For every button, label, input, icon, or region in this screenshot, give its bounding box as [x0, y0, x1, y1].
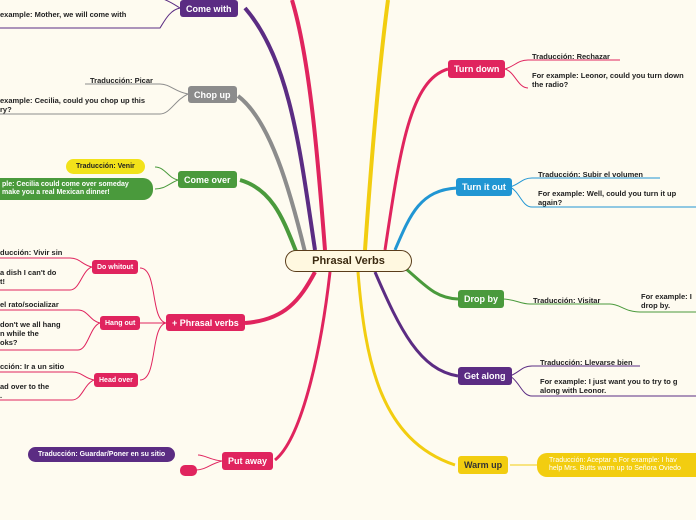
warm-up-note-line1: Traducción: Aceptar a For example: I hav — [549, 457, 677, 464]
topic-get-along[interactable]: Get along — [458, 367, 512, 385]
come-over-translation[interactable]: Traducción: Venir — [66, 159, 145, 174]
branch-line-top-red — [290, 0, 327, 251]
drop-by-example-line1: For example: I — [641, 292, 692, 301]
do-without-example-line2: t! — [0, 277, 5, 286]
head-over-example-line2: . — [0, 391, 3, 400]
turn-it-out-translation: Traducción: Subir el volumen — [538, 170, 644, 179]
put-away-translation[interactable]: Traducción: Guardar/Poner en su sitio — [28, 447, 176, 462]
do-without-translation: ducción: Vivir sin — [0, 248, 63, 257]
chop-up-example-line1: example: Cecilia, could you chop up this — [0, 96, 146, 105]
branch-line-come-with — [243, 6, 317, 251]
warm-up-note-pill[interactable]: Traducción: Aceptar a For example: I hav… — [537, 453, 696, 477]
come-over-example-pill[interactable]: ple: Cecilia could come over someday mak… — [0, 178, 153, 200]
topic-warm-up[interactable]: Warm up — [458, 456, 509, 474]
branch-line-put-away — [274, 271, 332, 462]
topic-phrasal-verbs[interactable]: + Phrasal verbs — [166, 314, 245, 331]
come-over-example-line1: ple: Cecilia could come over someday — [2, 181, 129, 188]
topic-turn-down[interactable]: Turn down — [448, 60, 506, 78]
drop-by-translation: Traducción: Visitar — [533, 296, 601, 305]
hang-out-example-line3: oks? — [0, 338, 18, 347]
do-without-example-line1: a dish I can't do — [0, 268, 57, 277]
topic-turn-it-out[interactable]: Turn it out — [456, 178, 512, 196]
get-along-example-line2: along with Leonor. — [540, 386, 607, 395]
hang-out-example-line1: don't we all hang — [0, 320, 61, 329]
branch-line-drop-by — [404, 266, 459, 301]
branch-line-turn-down — [383, 67, 449, 251]
central-topic[interactable]: Phrasal Verbs — [285, 250, 412, 272]
chop-up-example-line2: ry? — [0, 105, 12, 114]
head-over-example-line1: ad over to the — [0, 382, 50, 391]
branch-line-come-over — [239, 178, 300, 257]
topic-come-with[interactable]: Come with — [180, 0, 238, 17]
branch-line-get-along — [373, 271, 459, 378]
topic-chop-up[interactable]: Chop up — [188, 86, 237, 103]
get-along-example-line1: For example: I just want you to try to g — [540, 377, 678, 386]
branch-line-chop-up — [236, 94, 307, 253]
head-over-translation: cción: Ir a un sitio — [0, 362, 65, 371]
chop-up-translation: Traducción: Picar — [90, 76, 153, 85]
turn-it-out-example-line2: again? — [538, 198, 563, 207]
branch-line-bottom-yellow — [356, 271, 456, 467]
subtopic-do-without[interactable]: Do whitout — [92, 260, 139, 274]
topic-drop-by[interactable]: Drop by — [458, 290, 505, 308]
branch-line-phrasal — [244, 271, 317, 325]
subtopic-hang-out[interactable]: Hang out — [100, 316, 141, 330]
branch-line-turn-it-out — [393, 186, 458, 251]
turn-it-out-example-line1: For example: Well, could you turn it up — [538, 189, 677, 198]
topic-put-away[interactable]: Put away — [222, 452, 274, 470]
come-over-example-line2: make you a real Mexican dinner! — [2, 189, 110, 196]
put-away-empty-pill[interactable] — [180, 465, 197, 476]
branch-line-top-yellow — [363, 0, 390, 251]
hang-out-example-line2: n while the — [0, 329, 39, 338]
get-along-translation: Traducción: Llevarse bien — [540, 358, 633, 367]
hang-out-translation: el rato/socializar — [0, 300, 59, 309]
turn-down-example-line1: For example: Leonor, could you turn down — [532, 71, 684, 80]
topic-come-over[interactable]: Come over — [178, 171, 237, 188]
turn-down-example-line2: the radio? — [532, 80, 569, 89]
come-with-example: example: Mother, we will come with — [0, 10, 127, 19]
drop-by-example-line2: drop by. — [641, 301, 671, 310]
subtopic-head-over[interactable]: Head over — [94, 373, 138, 387]
turn-down-translation: Traducción: Rechazar — [532, 52, 610, 61]
warm-up-note-line2: help Mrs. Butts warm up to Señora Oviedo — [549, 465, 681, 472]
